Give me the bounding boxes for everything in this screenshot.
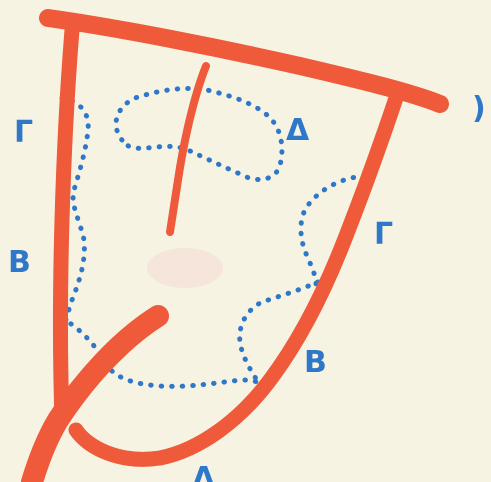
label-delta-bottom: Δ [192,461,216,482]
label-gamma-right: Γ [374,217,393,252]
label-beta-right: B [304,345,327,380]
label-gamma-left: Γ [14,115,33,150]
edge-mark-right: ) [472,91,486,126]
label-beta-left: B [8,245,31,280]
label-delta-top: Δ [286,113,310,148]
faint-smudge [147,248,223,288]
